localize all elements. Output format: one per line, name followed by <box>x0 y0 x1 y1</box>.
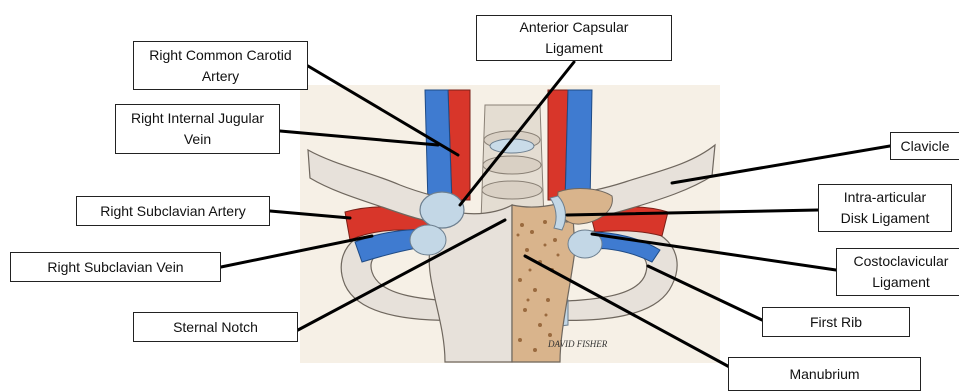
label-right-subclavian-vein: Right Subclavian Vein <box>10 252 221 282</box>
left-common-carotid-artery <box>548 90 568 200</box>
label-right-internal-jugular-vein: Right Internal Jugular Vein <box>115 104 280 154</box>
label-anterior-capsular-ligament: Anterior Capsular Ligament <box>476 15 672 61</box>
costoclavicular-ligament-right <box>410 225 446 255</box>
artist-signature: DAVID FISHER <box>547 339 608 349</box>
label-clavicle: Clavicle <box>890 132 959 160</box>
left-internal-jugular-vein <box>565 90 592 205</box>
anterior-capsular-ligament-shape <box>420 192 464 228</box>
label-sternal-notch: Sternal Notch <box>133 312 298 342</box>
label-first-rib: First Rib <box>762 307 910 337</box>
label-intra-articular-disk-ligament: Intra-articular Disk Ligament <box>818 184 952 232</box>
label-costoclavicular-ligament: Costoclavicular Ligament <box>836 248 959 296</box>
label-right-subclavian-artery: Right Subclavian Artery <box>76 196 270 226</box>
label-right-common-carotid-artery: Right Common Carotid Artery <box>133 41 308 90</box>
